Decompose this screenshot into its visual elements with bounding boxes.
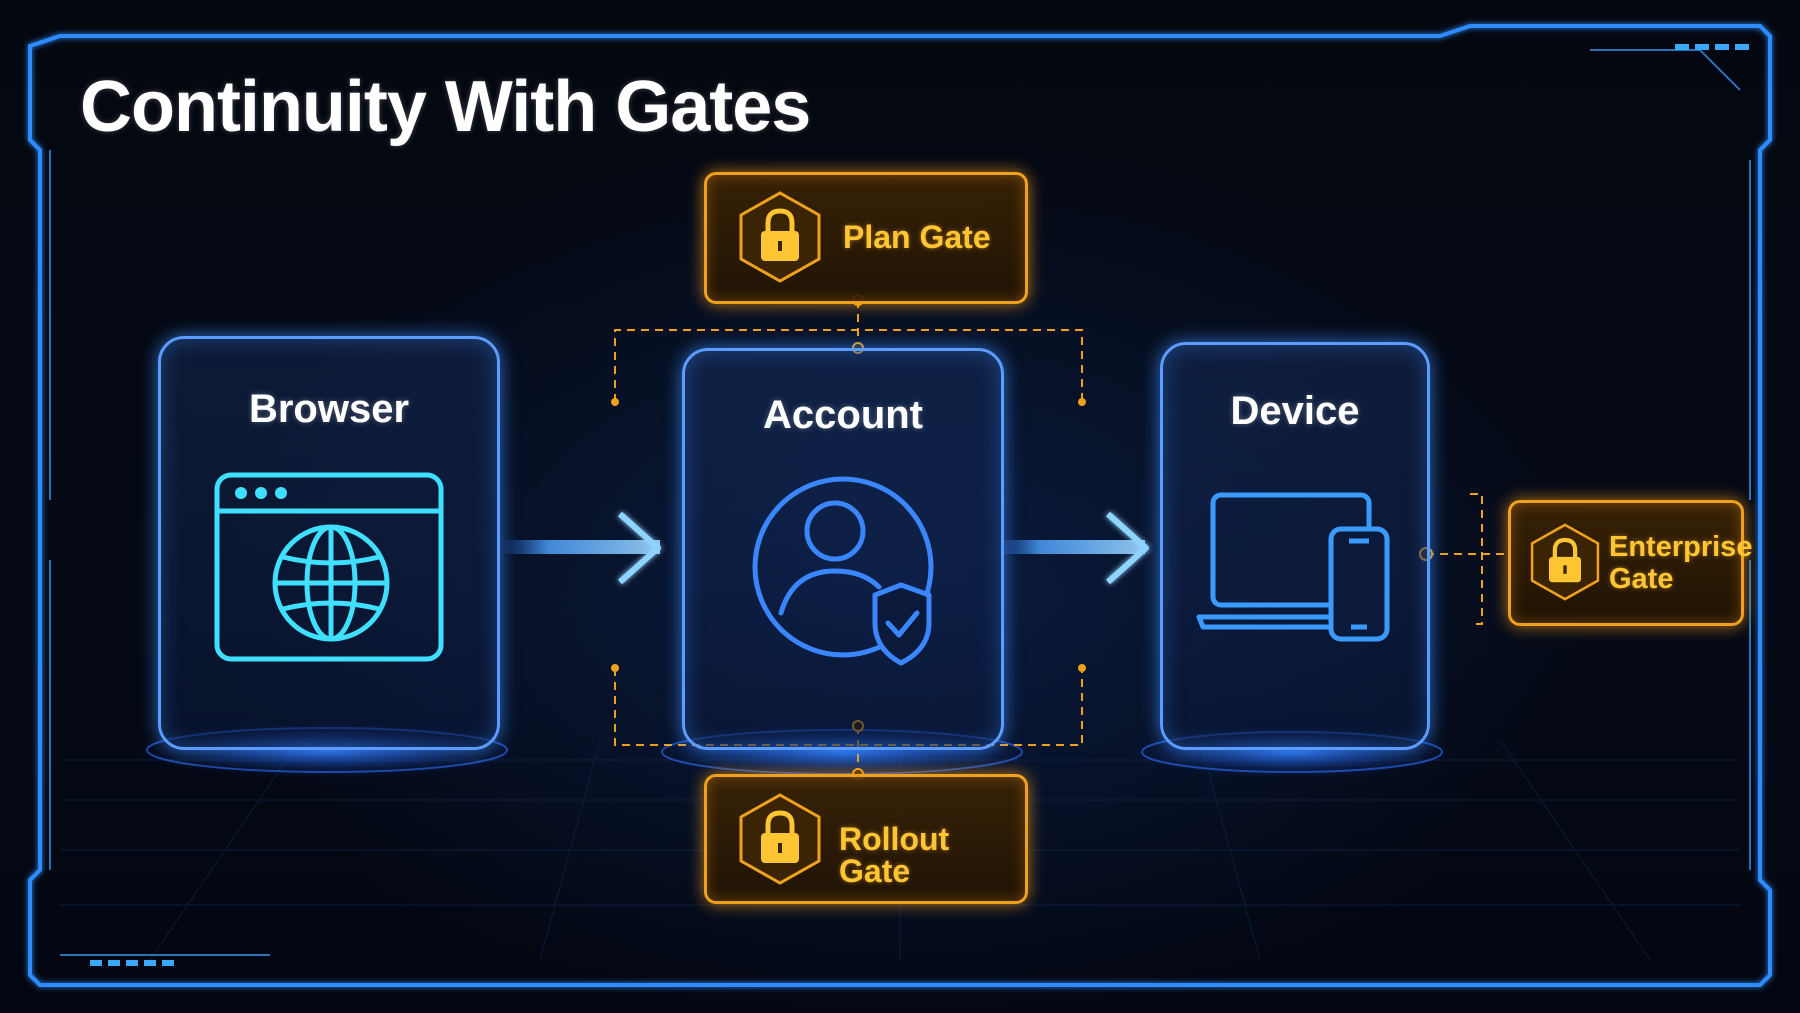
flow-arrow-browser-account	[617, 511, 661, 585]
gate-label-enterprise-line2: Gate	[1609, 563, 1674, 595]
browser-window-globe-icon	[214, 472, 444, 662]
node-label-account: Account	[763, 393, 923, 437]
laptop-phone-icon	[1196, 492, 1390, 642]
gate-label-rollout: Rollout Gate	[839, 821, 950, 889]
node-account: Account	[682, 348, 1004, 750]
node-device: Device	[1160, 342, 1430, 750]
flow-arrow-account-device	[1105, 511, 1149, 585]
gate-label-plan: Plan Gate	[843, 219, 991, 255]
diagram-title: Continuity With Gates	[80, 67, 811, 147]
node-label-device: Device	[1230, 389, 1360, 433]
gate-label-enterprise-line1: Enterprise	[1609, 531, 1753, 563]
padlock-icon	[1530, 523, 1600, 601]
user-shield-check-icon	[752, 476, 934, 666]
gate-enterprise: Enterprise Gate	[1508, 500, 1752, 626]
node-label-browser: Browser	[248, 387, 410, 431]
gate-plan: Plan Gate	[704, 172, 1028, 304]
gate-rollout: Rollout Gate	[704, 774, 1028, 904]
padlock-icon	[739, 191, 821, 283]
node-browser: Browser	[158, 336, 500, 750]
padlock-icon	[739, 793, 821, 885]
